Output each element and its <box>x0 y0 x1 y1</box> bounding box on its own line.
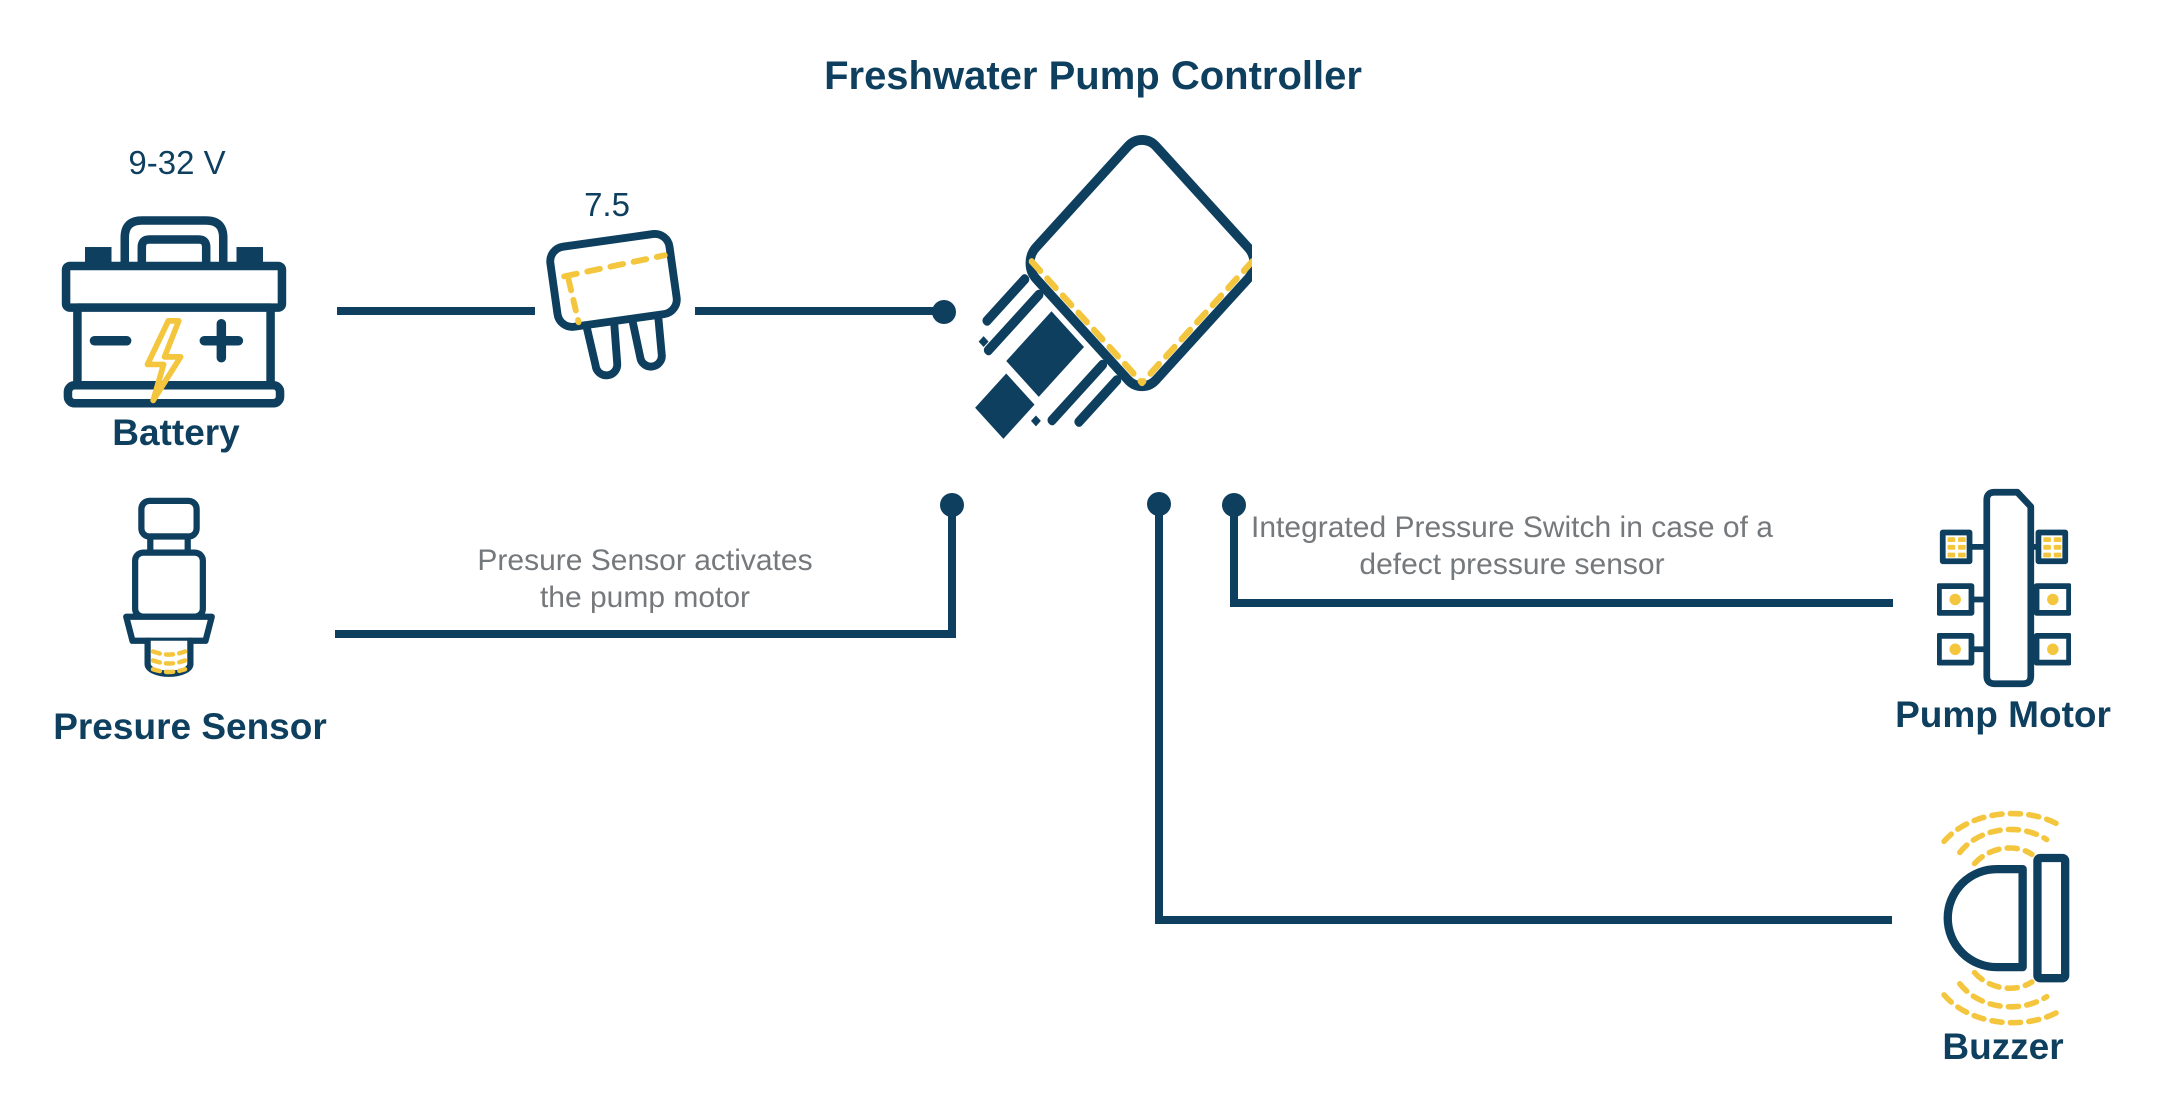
wire-controller-to-buzzer <box>1155 515 1892 924</box>
wire-sensor-to-controller <box>335 516 956 638</box>
terminal-stripes <box>1947 537 2062 558</box>
connection-dot <box>932 300 956 324</box>
battery-voltage-label: 9-32 V <box>128 144 226 181</box>
pressure-switch-annotation: Integrated Pressure Switch in case of a … <box>1251 511 1773 581</box>
wire-controller-to-motor <box>1230 516 1893 607</box>
buzzer-icon <box>1941 810 2070 1026</box>
plus-terminal-icon <box>199 318 244 363</box>
connection-dot <box>1147 492 1171 516</box>
buzzer-label: Buzzer <box>1942 1026 2064 1067</box>
pump-motor-label: Pump Motor <box>1895 694 2111 735</box>
connection-dot <box>1222 493 1246 517</box>
sound-waves-icon <box>1941 810 2062 1026</box>
pressure-sensor-icon <box>123 497 215 677</box>
pump-motor-icon <box>1937 488 2071 688</box>
lightning-icon <box>144 318 184 404</box>
battery-label: Battery <box>112 412 240 453</box>
sensor-annotation: Presure Sensor activates the pump motor <box>477 544 813 614</box>
connection-dot <box>940 493 964 517</box>
fuse-icon <box>546 229 681 380</box>
diagram-title: Freshwater Pump Controller <box>824 54 1362 98</box>
fuse-rating-label: 7.5 <box>584 186 630 223</box>
battery-icon <box>61 216 287 408</box>
relay-controller-icon <box>975 134 1252 439</box>
pressure-sensor-label: Presure Sensor <box>53 706 327 747</box>
